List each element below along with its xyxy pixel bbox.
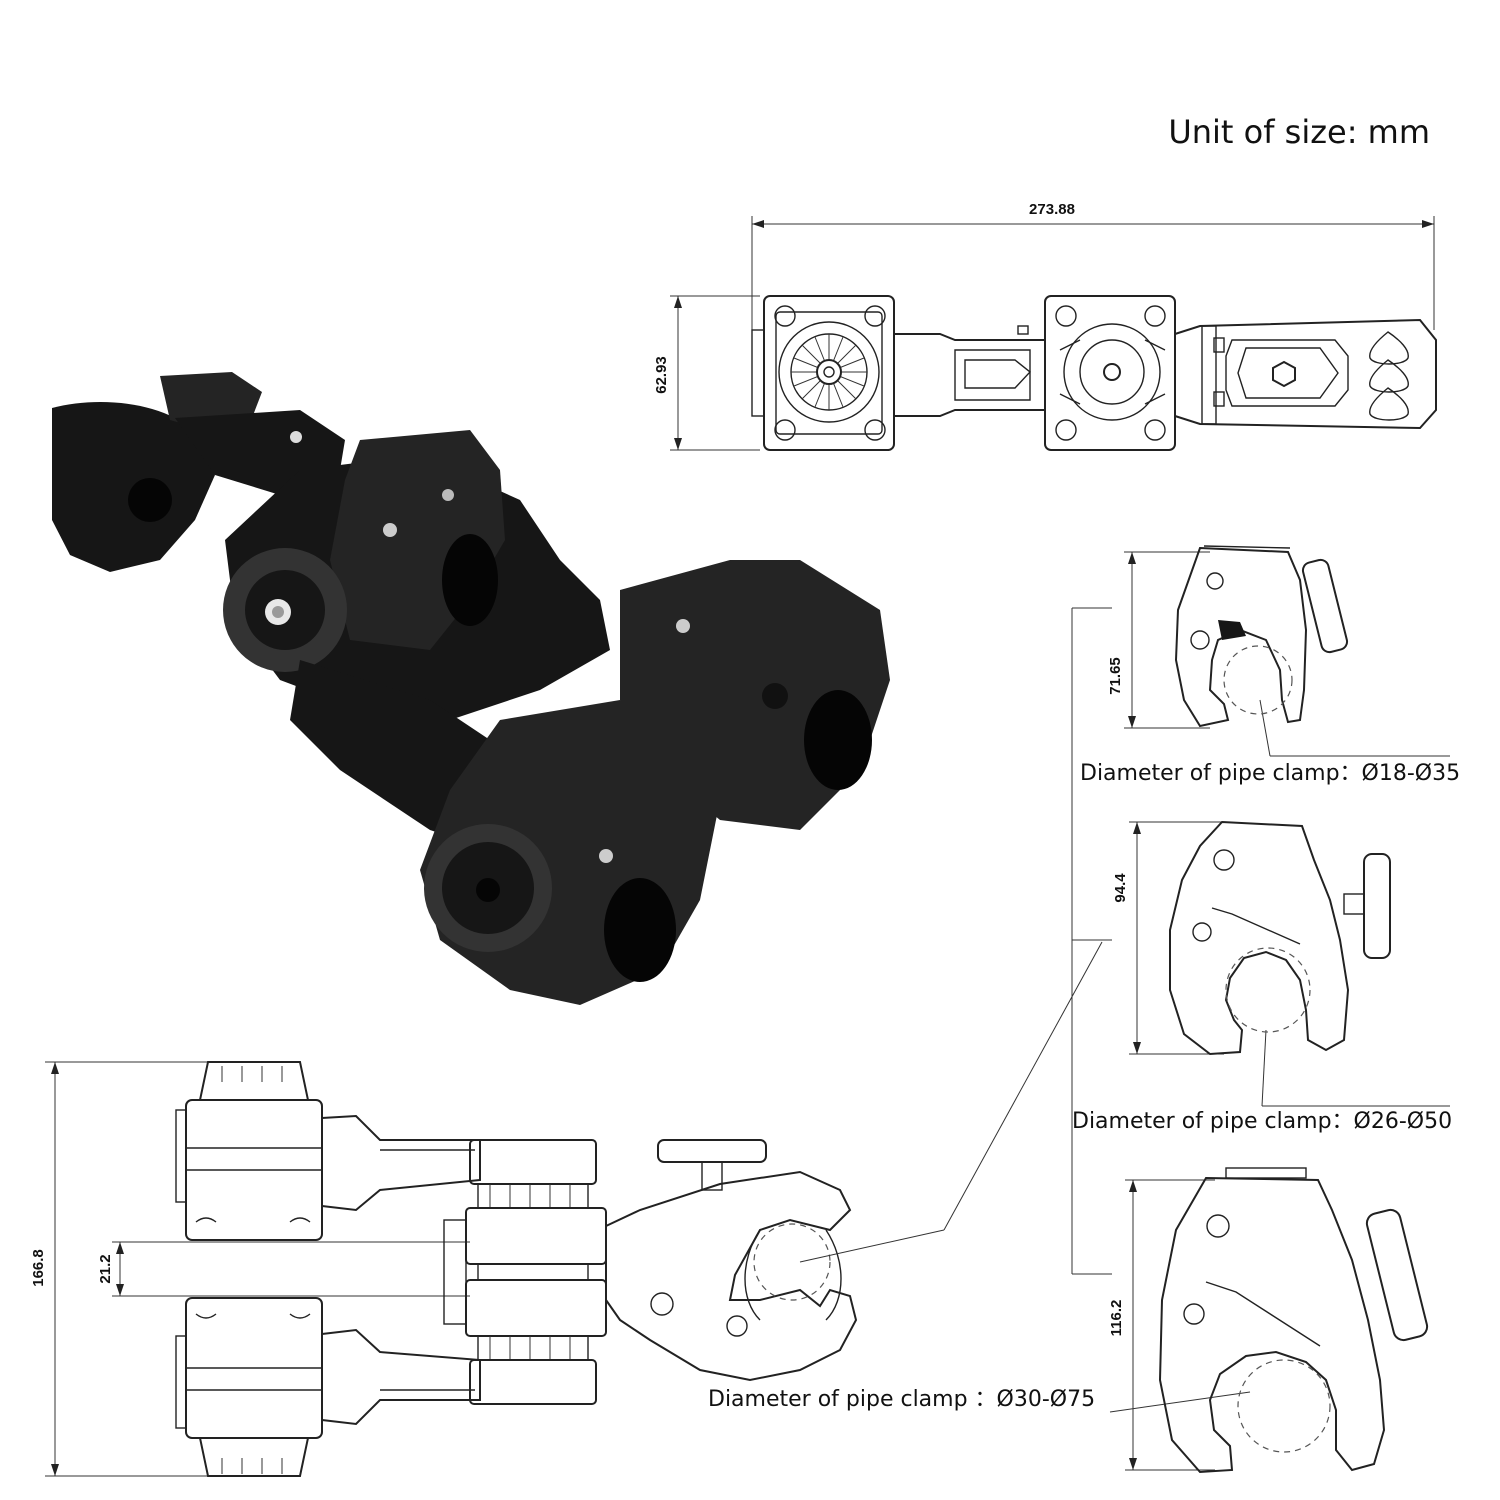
medium-clamp-height-dimension: 94.4 <box>1112 873 1129 903</box>
small-clamp-height-dimension: 71.65 <box>1107 657 1124 695</box>
assembly-height-dimension: 166.8 <box>30 1249 47 1287</box>
callout-lines <box>799 607 1450 1413</box>
product-photo <box>52 372 890 1005</box>
gap-dimension: 21.2 <box>97 1254 114 1283</box>
medium-clamp-drawing: 94.4 <box>1112 820 1391 1056</box>
large-clamp-label: Diameter of pipe clamp ：Ø30-Ø75 <box>708 1387 1095 1412</box>
top-view-drawing: 273.88 62.93 <box>653 201 1437 451</box>
small-clamp-drawing: 71.65 <box>1107 545 1349 729</box>
side-view-drawing: 166.8 21.2 <box>30 1061 858 1477</box>
top-height-dimension: 62.93 <box>653 356 670 394</box>
unit-note: Unit of size: mm <box>1168 113 1430 151</box>
large-clamp-drawing: 116.2 <box>1108 1167 1429 1474</box>
large-clamp-height-dimension: 116.2 <box>1108 1300 1125 1337</box>
small-clamp-label: Diameter of pipe clamp：Ø18-Ø35 <box>1080 761 1460 786</box>
medium-clamp-label: Diameter of pipe clamp：Ø26-Ø50 <box>1072 1109 1452 1134</box>
overall-length-dimension: 273.88 <box>1029 201 1075 218</box>
